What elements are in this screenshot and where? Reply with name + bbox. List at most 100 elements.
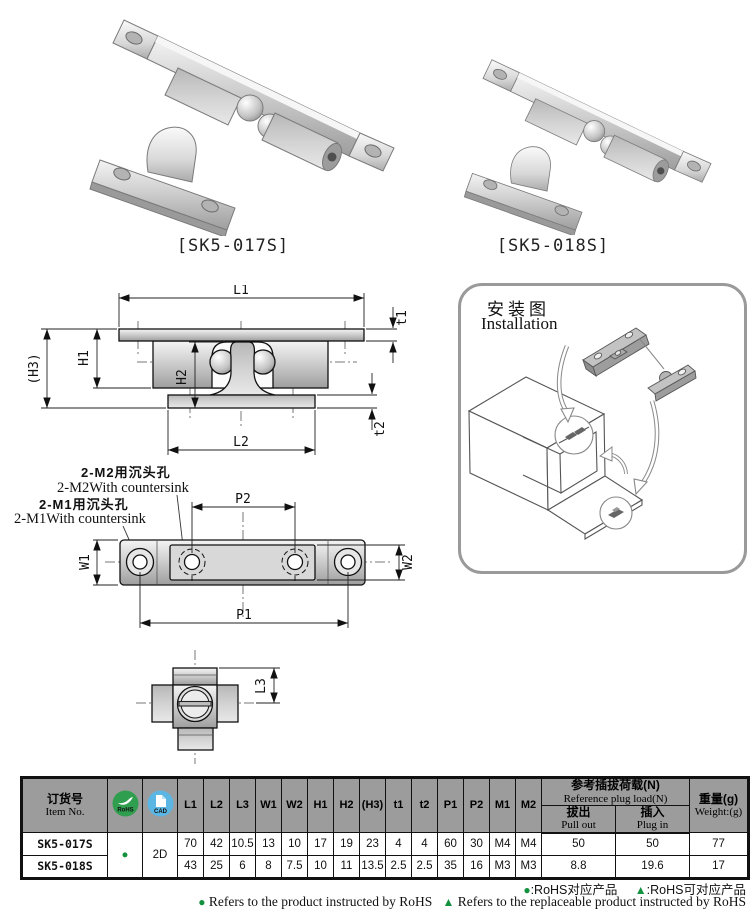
product-caption-2: [SK5-018S]: [496, 236, 610, 256]
product-caption-1: [SK5-017S]: [176, 236, 290, 256]
col-header-plug-in: 插入 Plug in: [615, 804, 690, 834]
dim-p2: P2: [235, 492, 251, 507]
pull-out-value: 50: [541, 832, 616, 857]
product-photo-sk5-017s: [89, 19, 395, 236]
detail-circle-bottom: [599, 496, 633, 530]
rohs-dot: ●: [121, 848, 129, 861]
dim-value: 13: [255, 832, 282, 857]
dim-value: 10: [281, 832, 308, 857]
drawing-plan-view: 2-M2用沉头孔 2-M2With countersink 2-M1用沉头孔 2…: [14, 465, 416, 628]
dim-value: 2.5: [411, 855, 438, 880]
dim-value: 6: [229, 855, 256, 880]
drawing-end-view: L3: [136, 650, 280, 764]
rohs-triangle-icon: ▲: [442, 895, 455, 909]
dim-value: 10.5: [229, 832, 256, 857]
spec-table: 订货号 Item No. RoHS CAD L1 L2: [20, 776, 750, 881]
dimension-lines: [93, 502, 405, 628]
weight-value: 17: [689, 855, 749, 880]
dim-value: 25: [203, 855, 230, 880]
svg-text:RoHS: RoHS: [117, 808, 133, 814]
pull-out-value: 8.8: [541, 855, 616, 880]
callout-m1-en: 2-M1With countersink: [14, 511, 147, 527]
col-header-dim: P2: [463, 776, 490, 834]
dim-value: 7.5: [281, 855, 308, 880]
dim-value: 60: [437, 832, 464, 857]
installation-title-en: Installation: [481, 314, 558, 333]
svg-text:CAD: CAD: [154, 809, 168, 815]
table-row: SK5-018S 43 25 6 8 7.5 10 11 13.5 2.5 2.…: [21, 855, 749, 880]
col-header-dim: t2: [411, 776, 438, 834]
dim-value: M3: [489, 855, 516, 880]
dim-value: 13.5: [359, 855, 386, 880]
hardware-catch-piece: [582, 327, 650, 378]
installation-title-cn: 安装图: [487, 300, 550, 319]
dim-value: 17: [307, 832, 334, 857]
plug-in-value: 50: [615, 832, 690, 857]
rohs-status-cell: ●: [107, 832, 143, 880]
dim-p1: P1: [236, 608, 252, 623]
assembly-axis-line: [638, 337, 665, 370]
side-view-part: [118, 328, 365, 409]
col-header-weight: 重量(g) Weight:(g): [689, 776, 749, 834]
dimension-lines: [41, 293, 397, 455]
dim-h1: H1: [77, 350, 92, 366]
dim-value: 11: [333, 855, 360, 880]
col-header-dim: L3: [229, 776, 256, 834]
installation-diagram: [467, 327, 697, 540]
dim-value: 43: [177, 855, 204, 880]
installation-panel: 安装图 Installation: [458, 283, 747, 574]
dim-value: 23: [359, 832, 386, 857]
rohs-icon: RoHS: [112, 790, 138, 817]
col-header-item-no: 订货号 Item No.: [21, 776, 108, 834]
dim-w1: W1: [78, 554, 93, 570]
col-header-plug-load: 参考插拔荷载(N) Reference plug load(N): [541, 777, 690, 806]
col-header-dim: (H3): [359, 776, 386, 834]
detail-circle-top: [554, 415, 594, 455]
dim-value: 70: [177, 832, 204, 857]
col-header-dim: t1: [385, 776, 412, 834]
item-no-cell: SK5-017S: [21, 832, 108, 857]
dim-value: M3: [515, 855, 542, 880]
dim-value: 19: [333, 832, 360, 857]
dimension-lines: [219, 667, 280, 704]
dim-h2: H2: [175, 369, 190, 385]
flow-arrows: [556, 345, 660, 496]
col-header-dim: W2: [281, 776, 308, 834]
dim-value: 4: [411, 832, 438, 857]
rohs-legend-en: ● Refers to the product instructed by Ro…: [198, 894, 746, 909]
col-header-dim: P1: [437, 776, 464, 834]
col-header-dim: L1: [177, 776, 204, 834]
weight-value: 77: [689, 832, 749, 857]
col-header-dim: M1: [489, 776, 516, 834]
col-header-dim: H2: [333, 776, 360, 834]
dim-value: 8: [255, 855, 282, 880]
rohs-dot-icon: ●: [198, 895, 206, 909]
callout-m2-cn: 2-M2用沉头孔: [81, 465, 171, 480]
dim-value: 4: [385, 832, 412, 857]
col-header-dim: L2: [203, 776, 230, 834]
product-photo-sk5-018s: [463, 59, 712, 235]
plan-view-part: [119, 539, 366, 586]
dim-value: M4: [489, 832, 516, 857]
col-header-cad: CAD: [142, 776, 178, 834]
col-header-pull-out: 拔出 Pull out: [541, 804, 616, 834]
drawing-side-view: L1 t1 H1 (H3) H2 L2 t2: [27, 285, 410, 455]
dim-t1: t1: [395, 310, 410, 326]
dim-value: 42: [203, 832, 230, 857]
dim-value: 35: [437, 855, 464, 880]
dim-value: 16: [463, 855, 490, 880]
col-header-dim: W1: [255, 776, 282, 834]
cad-cell: 2D: [142, 832, 178, 880]
dim-value: 30: [463, 832, 490, 857]
cad-icon: CAD: [147, 790, 173, 817]
rohs-legend-cn: ●:RoHS对应产品 ▲:RoHS可对应产品: [523, 883, 746, 897]
dim-value: M4: [515, 832, 542, 857]
col-header-dim: H1: [307, 776, 334, 834]
dim-w2: W2: [401, 554, 416, 570]
plug-in-value: 19.6: [615, 855, 690, 880]
rohs-dot-icon: ●: [523, 883, 531, 897]
dim-value: 2.5: [385, 855, 412, 880]
dim-l2: L2: [233, 435, 249, 450]
callout-m1-cn: 2-M1用沉头孔: [39, 497, 129, 512]
